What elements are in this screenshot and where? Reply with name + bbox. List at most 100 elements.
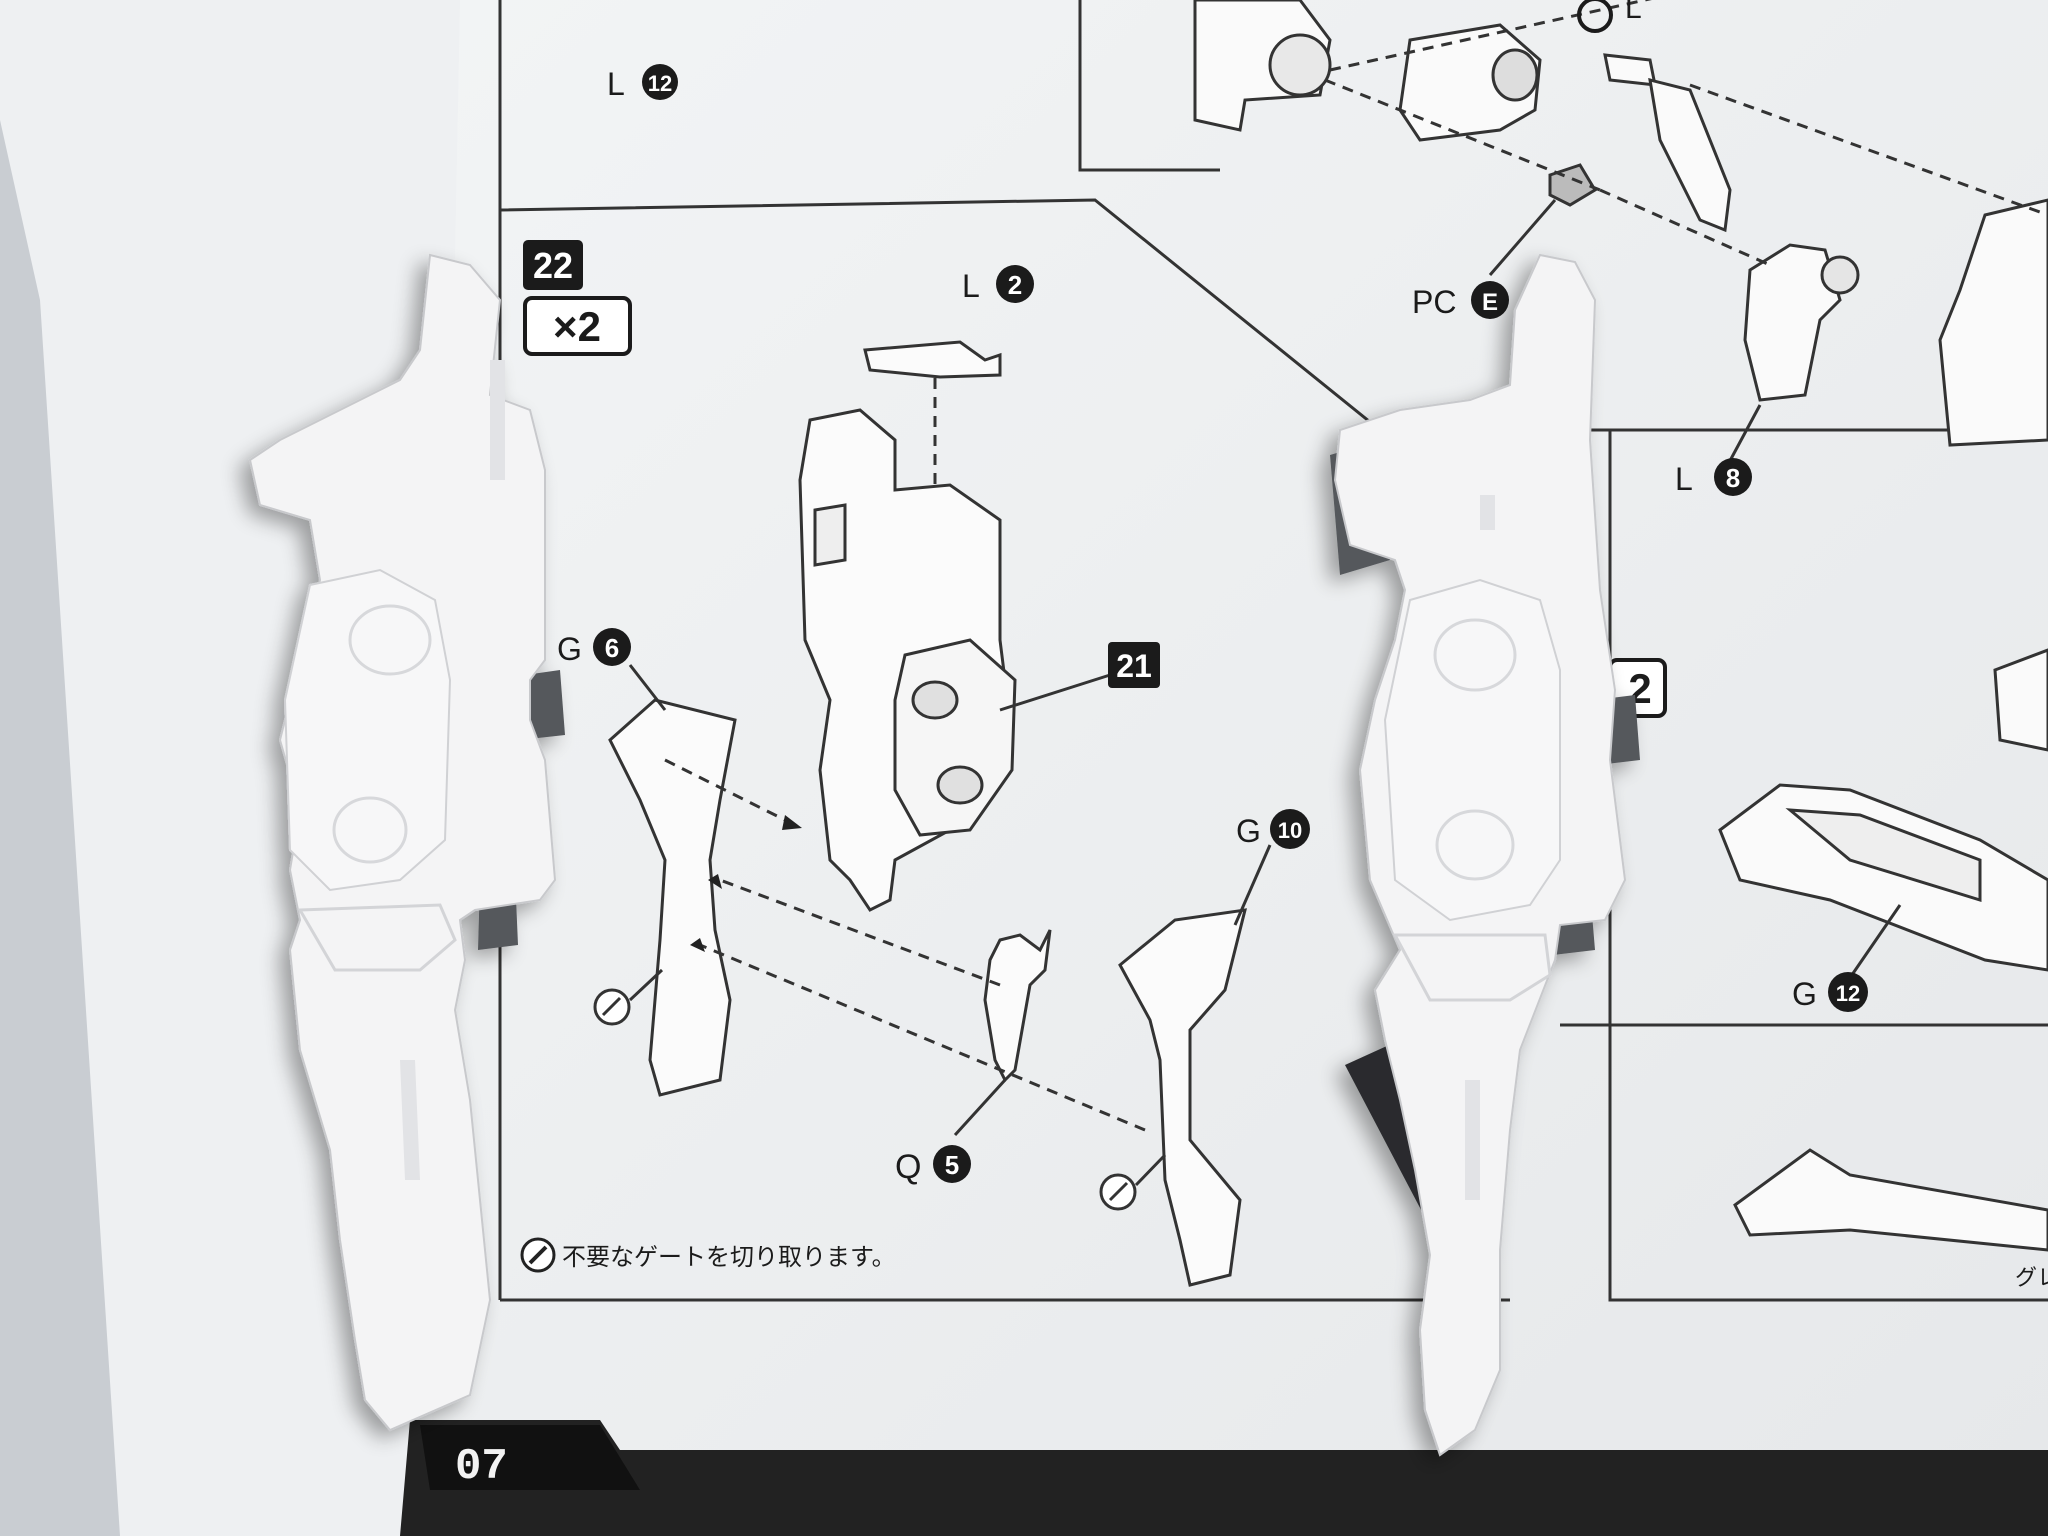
right-part-knee-bump-upper bbox=[1433, 618, 1517, 692]
callout-pce-num: E bbox=[1482, 289, 1498, 316]
arrow-g6-to-21 bbox=[664, 758, 796, 827]
callout-top-l: L bbox=[1577, 0, 1642, 33]
callout-pce-circle bbox=[1471, 281, 1509, 319]
leader-g6 bbox=[628, 664, 667, 711]
assembled-part-left bbox=[248, 253, 565, 1432]
upper-dash-4 bbox=[1689, 83, 2048, 217]
callout-pce-letter: PC bbox=[1412, 284, 1456, 320]
callout-l12-letter: L bbox=[607, 66, 625, 102]
step-22-header: 22 ×2 2 bbox=[523, 240, 1667, 718]
frame-step22-border bbox=[499, 198, 2048, 432]
right-part-knee-bump-lower bbox=[1435, 809, 1515, 881]
right-part-slot-upper bbox=[1480, 495, 1495, 530]
gate-note: 不要なゲートを切り取ります。 bbox=[520, 1237, 896, 1273]
caution-icon bbox=[1577, 0, 1613, 33]
callout-top-letter: L bbox=[1625, 0, 1642, 25]
frame-top-left bbox=[1078, 0, 1220, 172]
arrow-q5-to-g6 bbox=[719, 878, 1001, 987]
leader-q5 bbox=[953, 1078, 1007, 1137]
gate-cut-leader-g10 bbox=[1134, 1153, 1167, 1187]
callout-q5: Q 5 bbox=[895, 1145, 971, 1186]
left-part-slot-lower bbox=[400, 1060, 420, 1180]
callout-q5-circle bbox=[933, 1145, 971, 1183]
arrowhead-g6 bbox=[782, 815, 802, 830]
callout-l8-num: 8 bbox=[1726, 463, 1740, 493]
gate-cut-mark-g10 bbox=[1108, 1181, 1129, 1202]
callout-g12-letter: G bbox=[1792, 976, 1817, 1012]
left-part-knee-bump-upper bbox=[348, 604, 432, 676]
callout-g6-letter: G bbox=[557, 631, 582, 667]
callout-l8: L 8 bbox=[1675, 458, 1752, 497]
callout-step21: 21 bbox=[1108, 642, 1160, 688]
step-22-diagram bbox=[593, 199, 1762, 1287]
left-part-knee-bump-lower bbox=[332, 796, 408, 864]
callout-l2-letter: L bbox=[962, 268, 980, 304]
upper-part-joint-hole bbox=[1491, 48, 1539, 102]
part-l8 bbox=[1743, 243, 1842, 402]
step21-box bbox=[1108, 642, 1160, 688]
upper-part-armor bbox=[1648, 77, 1732, 233]
upper-dash-3 bbox=[1599, 188, 1771, 267]
upper-part-socket bbox=[1268, 33, 1332, 97]
callout-l12: L 12 bbox=[607, 64, 678, 102]
part-g10 bbox=[1118, 908, 1247, 1287]
callout-g6-circle bbox=[593, 628, 631, 666]
callout-l2: L 2 bbox=[962, 265, 1034, 304]
part-q5 bbox=[983, 929, 1052, 1083]
leader-g12 bbox=[1843, 904, 1902, 986]
callout-l8-letter: L bbox=[1675, 461, 1693, 497]
callout-l2-circle bbox=[996, 265, 1034, 303]
right-small-part bbox=[1993, 648, 2048, 752]
leader-pce bbox=[1488, 199, 1557, 276]
callout-g10: G 10 bbox=[1236, 809, 1310, 849]
part-g12-rail bbox=[1718, 783, 2048, 972]
left-part-knee-plate bbox=[283, 568, 452, 892]
left-part-slot-upper bbox=[490, 360, 505, 480]
right-part-shin-detail bbox=[1392, 933, 1552, 1002]
page-footer-tab bbox=[420, 1425, 640, 1490]
left-part-shin-detail bbox=[297, 903, 457, 972]
upper-part-plate bbox=[1603, 53, 1657, 87]
callout-g6-num: 6 bbox=[605, 633, 619, 663]
bottom-right-kana: グレ bbox=[2015, 1265, 2048, 1290]
callout-g12-circle bbox=[1828, 972, 1868, 1012]
callout-l12-num: 12 bbox=[648, 71, 672, 96]
callout-l8-circle bbox=[1714, 458, 1752, 496]
callout-q5-num: 5 bbox=[945, 1150, 959, 1180]
right-step-art bbox=[1718, 648, 2048, 1252]
right-edge-part bbox=[1938, 198, 2048, 447]
gate-cut-leader-g6 bbox=[628, 968, 664, 1002]
upper-step-art bbox=[1193, 0, 2048, 447]
right-part-knee-plate bbox=[1383, 578, 1561, 922]
part-g12-rail-inner bbox=[1785, 808, 1982, 903]
callout-g10-circle bbox=[1270, 809, 1310, 849]
callout-g10-num: 10 bbox=[1278, 818, 1302, 843]
callout-l12-circle bbox=[642, 64, 678, 100]
leader-g10 bbox=[1233, 844, 1272, 926]
quantity-label: ×2 bbox=[553, 303, 601, 350]
part-21-hole-upper bbox=[911, 680, 959, 720]
gate-note-text: 不要なゲートを切り取ります。 bbox=[562, 1244, 896, 1271]
arrowhead-g10 bbox=[690, 938, 705, 952]
part-21-slot bbox=[813, 503, 847, 567]
part-l8-hole bbox=[1820, 255, 1860, 295]
callout-g12-num: 12 bbox=[1836, 981, 1860, 1006]
right-part-slot-lower bbox=[1465, 1080, 1480, 1200]
bottom-rail bbox=[1733, 1148, 2048, 1252]
upper-dash-1 bbox=[1329, 0, 1652, 72]
part-l2 bbox=[863, 340, 1002, 379]
callout-q5-letter: Q bbox=[895, 1148, 921, 1186]
page-footer-bar bbox=[400, 1420, 2048, 1536]
upper-part-bracket bbox=[1193, 0, 1332, 132]
arrow-g10-to-g6 bbox=[699, 943, 1146, 1132]
manual-page bbox=[430, 0, 2048, 1536]
callout-g10-letter: G bbox=[1236, 813, 1261, 849]
assembled-part-right bbox=[1330, 253, 1640, 1457]
gate-cut-mark-g6 bbox=[601, 996, 622, 1017]
arrowhead-q5 bbox=[708, 874, 722, 889]
leader-21 bbox=[999, 673, 1111, 712]
callout-g6: G 6 bbox=[557, 628, 631, 667]
callout-g12: G 12 bbox=[1792, 972, 1868, 1012]
callout-l2-num: 2 bbox=[1008, 270, 1022, 300]
step-number: 22 bbox=[533, 245, 573, 286]
